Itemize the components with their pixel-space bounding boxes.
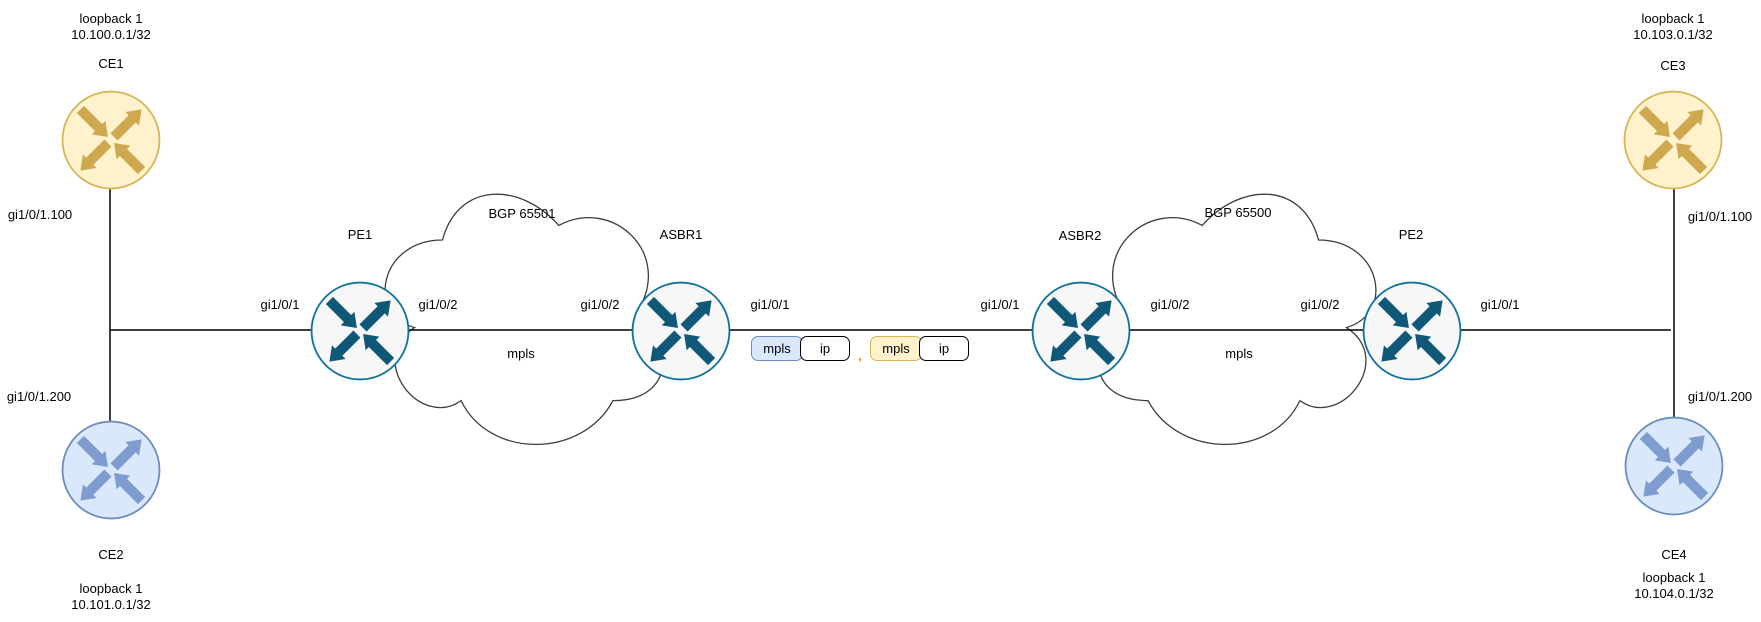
ce2-subinterface-label: gi1/0/1.200 [6,389,72,404]
pe2-if-right-label: gi1/0/1 [1480,297,1520,312]
ce1-name-label: CE1 [98,56,124,71]
asbr2-if-left-label: gi1/0/1 [980,297,1020,312]
encap-ip-tag-1[interactable]: ip [800,336,850,361]
pe2-name-label: PE2 [1398,227,1424,242]
router-ce1[interactable] [61,90,161,190]
ce3-loopback-label: loopback 1 10.103.0.1/32 [1633,11,1713,42]
ce2-name-label: CE2 [98,547,124,562]
asbr1-if-right-label: gi1/0/1 [750,297,790,312]
asbr1-name-label: ASBR1 [659,227,703,242]
encap-mpls-blue-tag[interactable]: mpls [751,336,803,361]
ce1-subinterface-label: gi1/0/1.100 [7,207,73,222]
cloud-left-transport-label: mpls [507,346,535,361]
encap-separator-comma: , [858,348,862,363]
pe2-if-left-label: gi1/0/2 [1300,297,1340,312]
ce4-name-label: CE4 [1661,547,1687,562]
router-pe2[interactable] [1362,281,1462,381]
ce3-subinterface-label: gi1/0/1.100 [1687,209,1753,224]
cloud-right-title: BGP 65500 [1204,205,1272,220]
asbr2-if-right-label: gi1/0/2 [1150,297,1190,312]
router-ce3[interactable] [1623,90,1723,190]
cloud-right-transport-label: mpls [1225,346,1253,361]
pe1-if-left-label: gi1/0/1 [260,297,300,312]
asbr1-if-left-label: gi1/0/2 [580,297,620,312]
router-ce4[interactable] [1624,416,1724,516]
pe1-name-label: PE1 [347,227,373,242]
ce4-loopback-label: loopback 1 10.104.0.1/32 [1634,570,1714,601]
ce2-loopback-label: loopback 1 10.101.0.1/32 [71,581,151,612]
cloud-left-title: BGP 65501 [488,206,556,221]
pe1-if-right-label: gi1/0/2 [418,297,458,312]
encapsulation-stacks: mpls , ip , mpls , ip [751,336,969,363]
router-pe1[interactable] [310,281,410,381]
router-asbr1[interactable] [631,281,731,381]
ce1-loopback-label: loopback 1 10.100.0.1/32 [71,11,151,42]
cloud-bgp-65500[interactable] [1097,193,1377,446]
encap-mpls-yellow-tag[interactable]: mpls [870,336,922,361]
cloud-bgp-65501[interactable] [384,193,664,446]
router-ce2[interactable] [61,420,161,520]
ce4-subinterface-label: gi1/0/1.200 [1687,389,1753,404]
encap-ip-tag-2[interactable]: ip [919,336,969,361]
ce3-name-label: CE3 [1660,58,1686,73]
router-asbr2[interactable] [1031,281,1131,381]
asbr2-name-label: ASBR2 [1058,228,1102,243]
